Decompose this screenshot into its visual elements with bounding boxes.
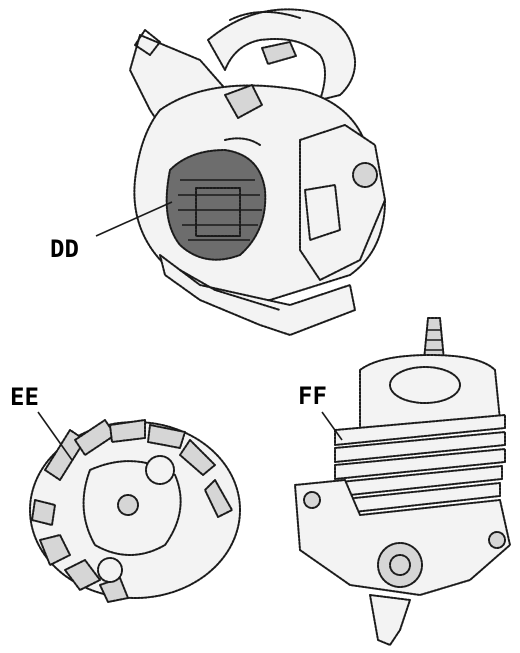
label-ee: EE xyxy=(10,383,39,411)
cylinder-cooling-fins xyxy=(334,414,506,514)
cylinder-drawing xyxy=(294,317,511,646)
flywheel-fan-blades xyxy=(31,419,233,603)
blower-engine-drawing xyxy=(95,8,386,336)
cylinder-leader-line xyxy=(321,411,343,441)
blower-leader-line xyxy=(95,201,173,237)
starter-grille xyxy=(165,149,267,261)
label-dd: DD xyxy=(50,235,79,263)
flywheel-leader-line xyxy=(37,411,73,461)
label-ff: FF xyxy=(298,382,327,410)
flywheel-drawing xyxy=(29,411,241,603)
